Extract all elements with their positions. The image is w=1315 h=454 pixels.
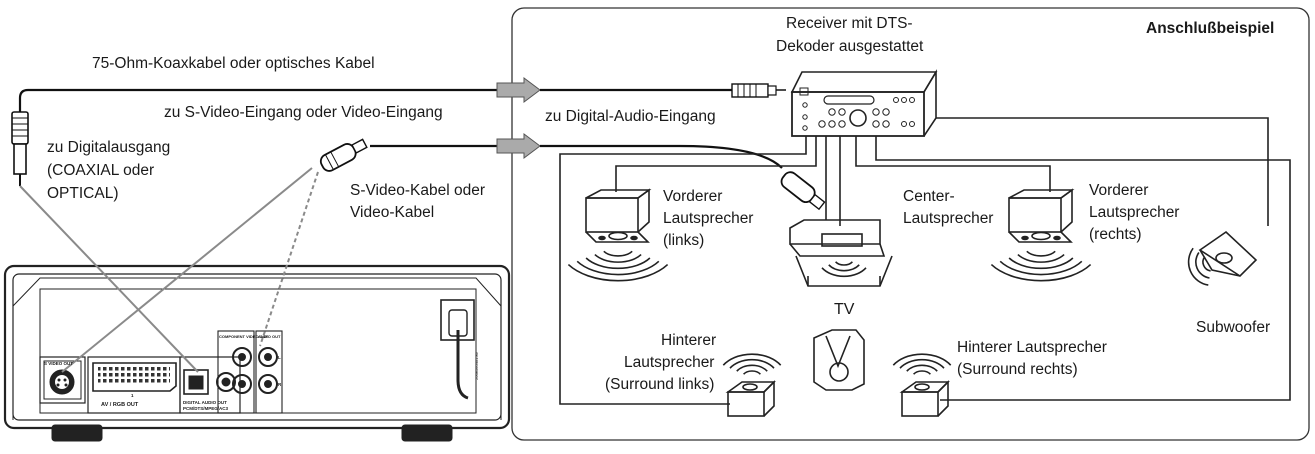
front-left-label-2: Lautsprecher xyxy=(663,210,754,227)
rear-right-label-2: (Surround rechts) xyxy=(957,361,1078,378)
component-audio-ports xyxy=(217,330,283,414)
front-left-speaker xyxy=(585,188,652,243)
digital-audio-out-label-1: DIGITAL AUDIO OUT xyxy=(183,400,227,405)
front-right-label-2: Lautsprecher xyxy=(1089,204,1180,221)
sound-wave-arc xyxy=(906,364,938,372)
scart-pin-label: 1 xyxy=(131,393,134,398)
center-label-1: Center- xyxy=(903,188,955,205)
subwoofer-label: Subwoofer xyxy=(1196,319,1271,336)
sound-wave-arc xyxy=(1017,254,1065,263)
front-right-speaker xyxy=(1008,188,1075,243)
sound-wave-arc xyxy=(821,267,867,278)
listener-chair xyxy=(813,329,865,391)
coax-cable xyxy=(11,88,500,186)
front-right-label-1: Vorderer xyxy=(1089,182,1149,199)
sound-wave-arc xyxy=(576,260,660,276)
sound-wave-arc xyxy=(1202,256,1211,272)
svideo-cable-label-1: S-Video-Kabel oder xyxy=(350,182,485,199)
audio-l-label: L xyxy=(278,355,281,360)
av-rgb-out-label: AV / RGB OUT xyxy=(101,402,139,408)
digital-audio-cable xyxy=(540,83,786,98)
svideo-out-port xyxy=(39,356,86,404)
audio-out-label: AUDIO OUT xyxy=(258,334,281,339)
audio-r-label: R xyxy=(278,382,282,387)
left-foot xyxy=(51,424,103,442)
sound-wave-arc xyxy=(1008,257,1074,270)
rear-left-speaker xyxy=(725,380,776,417)
sound-wave-arc xyxy=(567,264,669,282)
sound-waves xyxy=(567,247,1211,375)
sound-wave-arc xyxy=(1026,250,1056,257)
component-video-out-label: COMPONENT VIDEO OUT xyxy=(219,334,269,339)
sound-wave-arc xyxy=(722,353,782,366)
sound-wave-arc xyxy=(913,370,931,375)
digital-output-label-3: OPTICAL) xyxy=(47,185,119,202)
sound-wave-arc xyxy=(743,370,761,375)
sound-wave-arc xyxy=(999,260,1083,276)
digital-output-label-1: zu Digitalausgang xyxy=(47,139,171,156)
tv-video-cable xyxy=(540,144,826,211)
svideo-out-label: S VIDEO OUT xyxy=(44,361,74,366)
rear-left-label-1: Hinterer xyxy=(661,332,717,349)
front-left-label-3: (links) xyxy=(663,232,705,249)
sound-wave-arc xyxy=(1195,252,1210,279)
right-foot xyxy=(401,424,453,442)
sound-wave-arc xyxy=(603,250,633,257)
sound-wave-arc xyxy=(736,364,768,372)
rear-right-speaker xyxy=(899,380,950,417)
receiver-label-2: Dekoder ausgestattet xyxy=(776,38,924,55)
diagram-title: Anschlußbeispiel xyxy=(1146,20,1275,37)
sound-wave-arc xyxy=(1187,247,1209,286)
arrows xyxy=(496,77,541,159)
speaker-wires xyxy=(559,117,1291,405)
receiver xyxy=(790,69,938,137)
front-right-label-3: (rechts) xyxy=(1089,226,1142,243)
digital-audio-out-label-2: PCM/DTS/MPEG/AC3 xyxy=(183,406,229,411)
sound-wave-arc xyxy=(899,358,945,369)
sound-wave-arc xyxy=(585,257,651,270)
tv-set xyxy=(795,255,893,287)
svideo-cable-label-2: Video-Kabel xyxy=(350,204,435,221)
rear-left-label-2: Lautsprecher xyxy=(624,354,715,371)
receiver-label-1: Receiver mit DTS- xyxy=(786,15,913,32)
video-cable xyxy=(319,138,500,172)
system-panel xyxy=(511,7,1310,441)
svideo-input-label: zu S-Video-Eingang oder Video-Eingang xyxy=(164,104,443,121)
center-label-2: Lautsprecher xyxy=(903,210,994,227)
sound-wave-arc xyxy=(729,358,775,369)
rear-left-label-3: (Surround links) xyxy=(605,376,715,393)
dvd-player xyxy=(3,264,511,442)
sound-wave-arc xyxy=(828,264,860,272)
sound-wave-arc xyxy=(892,353,952,366)
digital-output-label-2: (COAXIAL oder xyxy=(47,162,155,179)
front-left-label-1: Vorderer xyxy=(663,188,723,205)
side-code-label: 2068160401.8b xyxy=(474,352,479,380)
sound-wave-arc xyxy=(990,264,1092,282)
sound-wave-arc xyxy=(835,261,853,266)
rear-right-label-1: Hinterer Lautsprecher xyxy=(957,339,1107,356)
coax-cable-label: 75-Ohm-Koaxkabel oder optisches Kabel xyxy=(92,55,375,72)
guide-lines xyxy=(19,167,319,373)
tv-label: TV xyxy=(834,301,855,318)
center-speaker xyxy=(789,219,886,257)
sound-wave-arc xyxy=(594,254,642,263)
subwoofer xyxy=(1198,230,1258,278)
digital-audio-input-label: zu Digital-Audio-Eingang xyxy=(545,108,716,125)
